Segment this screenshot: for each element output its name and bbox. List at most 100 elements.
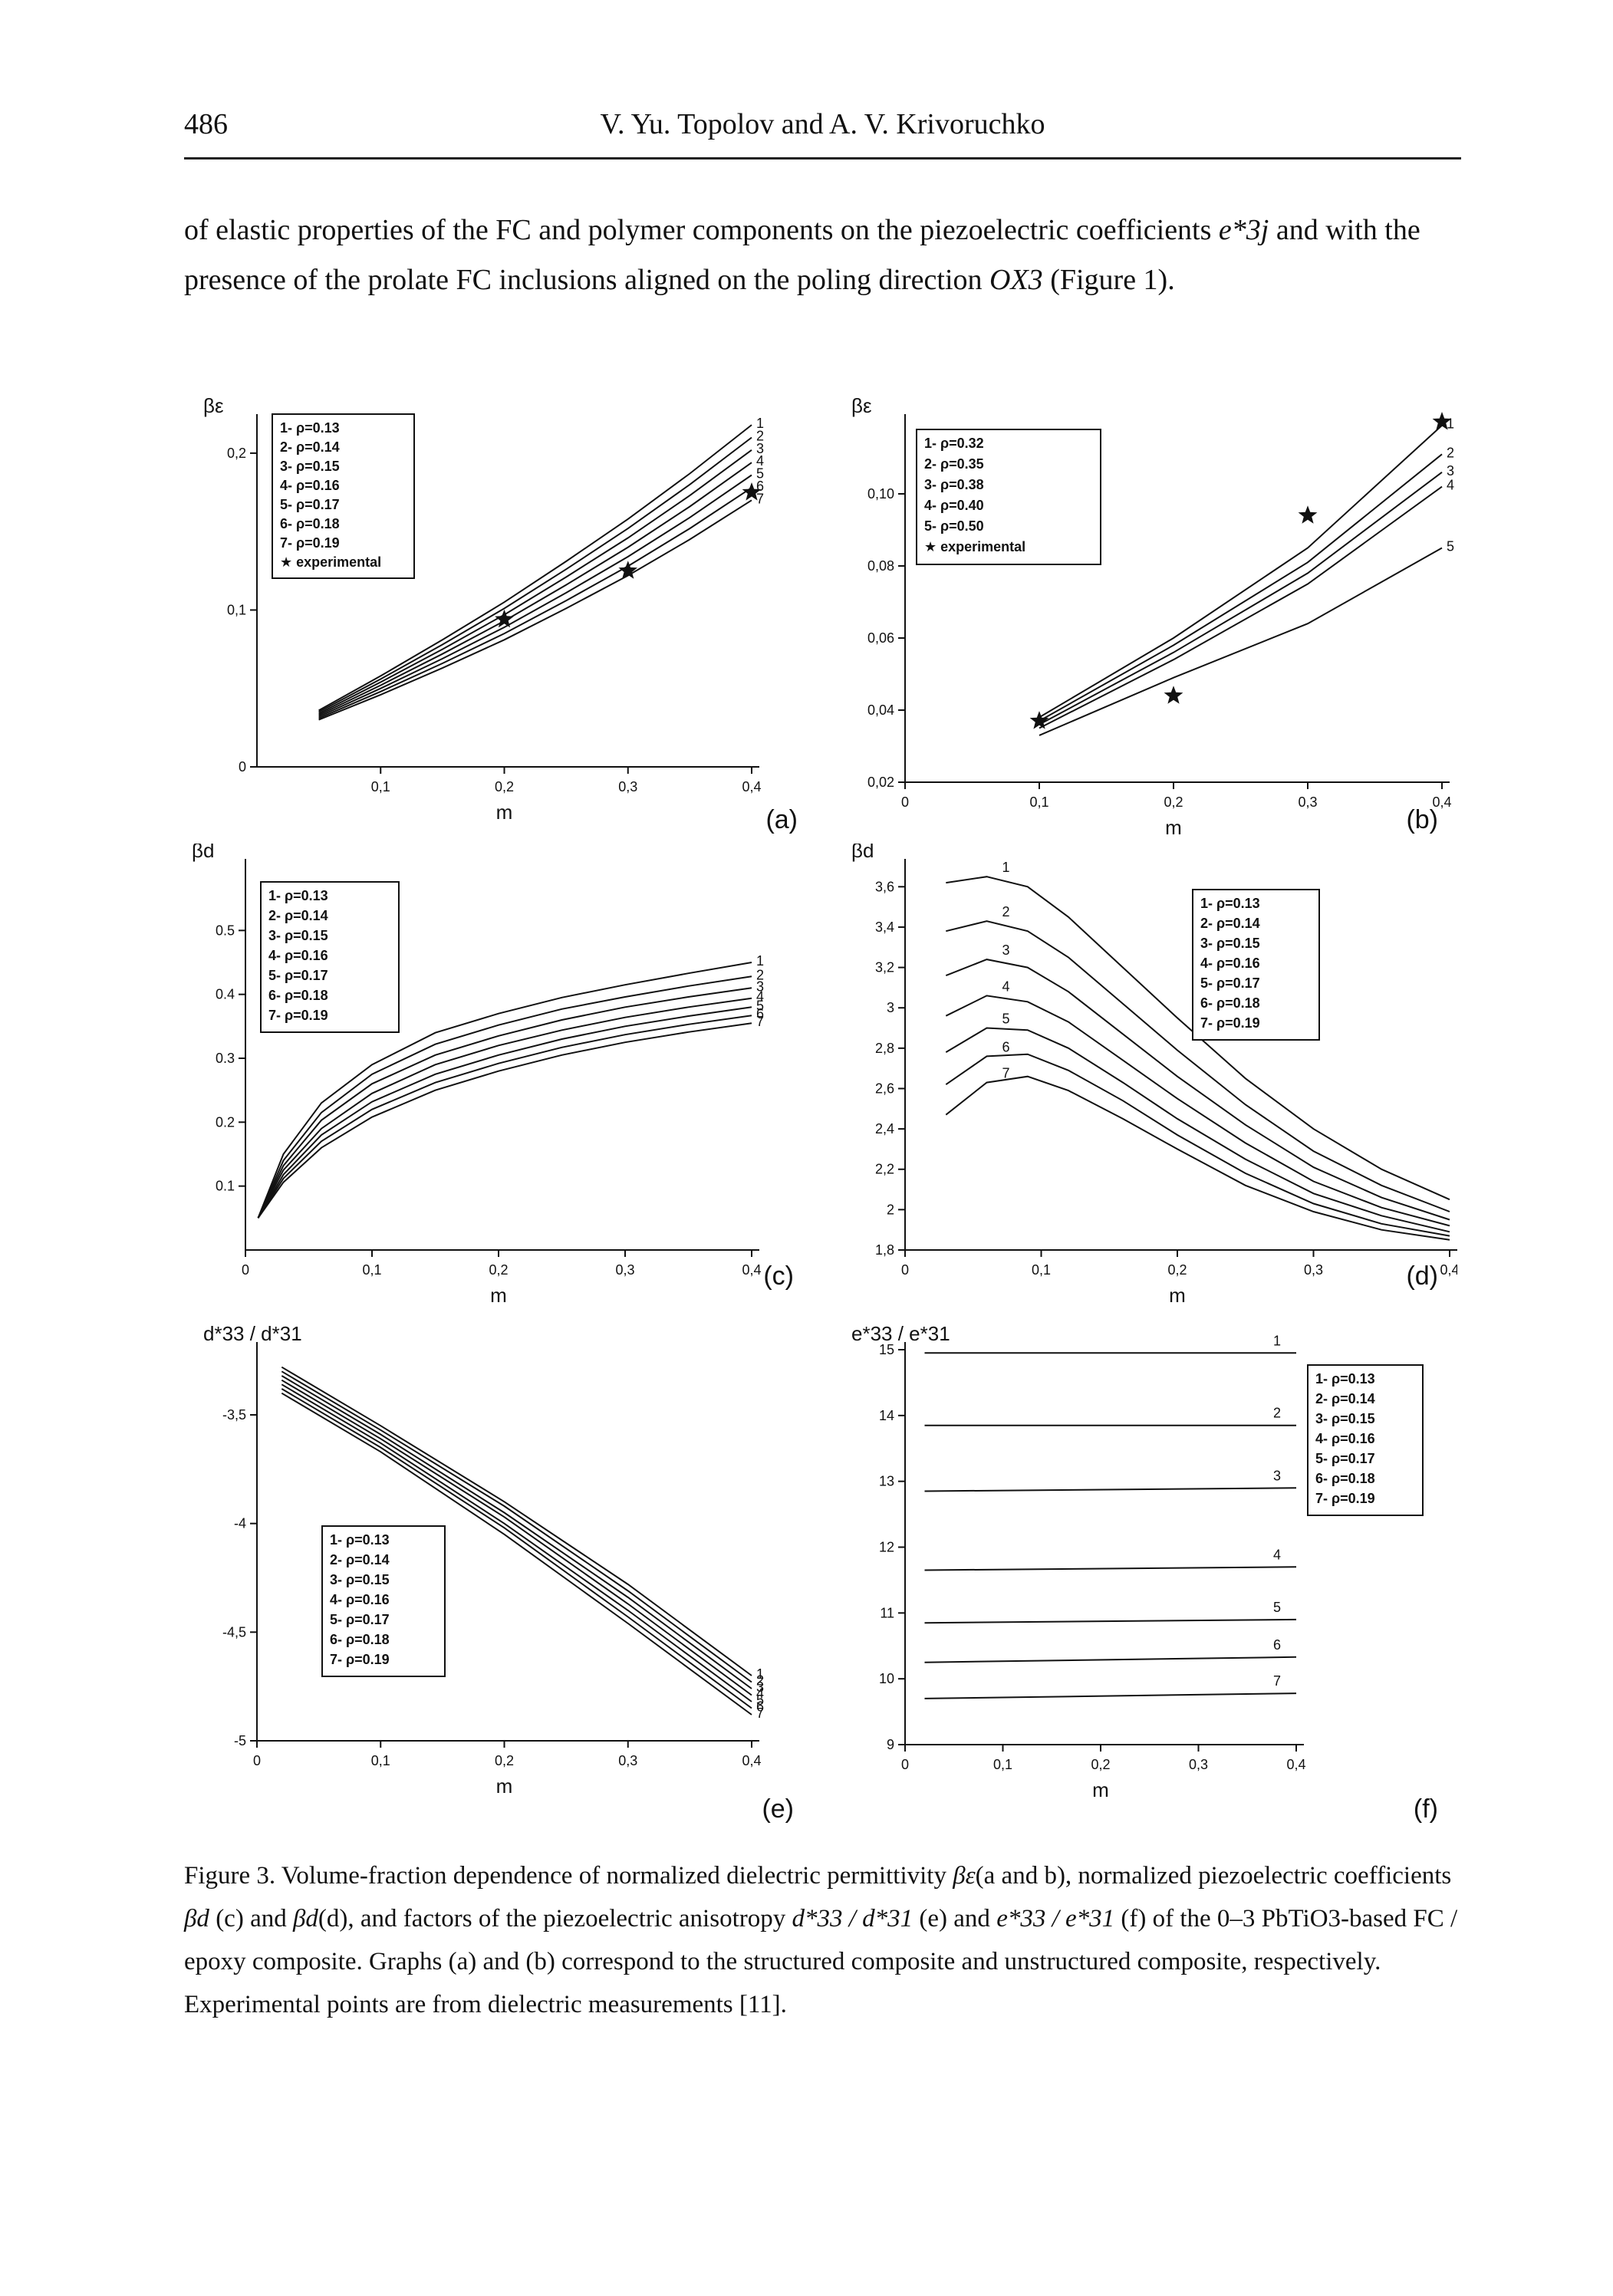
curve-label: 3 — [756, 979, 764, 994]
curve-label: 7 — [756, 1014, 764, 1029]
y-tick-label: -4,5 — [222, 1624, 246, 1640]
legend-entry: 2- ρ=0.14 — [1315, 1391, 1375, 1406]
y-axis-label: βε — [851, 394, 872, 417]
series-line-2 — [281, 1370, 752, 1683]
series-line-5 — [281, 1383, 752, 1702]
series-line-3 — [318, 449, 752, 715]
curve-label: 1 — [756, 953, 764, 969]
legend-entry: 5- ρ=0.17 — [280, 497, 340, 512]
x-tick-label: 0,4 — [1286, 1757, 1305, 1772]
x-tick-label: 0,2 — [1091, 1757, 1110, 1772]
series-line-7 — [924, 1692, 1297, 1699]
legend-entry: ★ experimental — [280, 554, 381, 570]
x-tick-label: 0,1 — [371, 1753, 390, 1768]
curve-label: 4 — [1002, 979, 1010, 994]
x-axis-label: m — [1165, 816, 1182, 839]
curve-label: 3 — [756, 1679, 764, 1695]
curve-label: 6 — [756, 1699, 764, 1715]
x-tick-label: 0,4 — [1440, 1262, 1457, 1278]
series-line-6 — [945, 1053, 1450, 1237]
legend-entry: 7- ρ=0.19 — [280, 535, 340, 551]
caption-text-6: (f) of the 0–3 PbTiO3-based FC / epoxy c… — [184, 1905, 1458, 2018]
series-line-5 — [318, 474, 752, 718]
symbol-ox3: OX3 — [989, 264, 1043, 296]
curve-label: 1 — [1273, 1333, 1281, 1348]
symbol-beta-eps: βε — [953, 1862, 976, 1890]
legend-entry: 3- ρ=0.15 — [268, 928, 328, 943]
x-tick-label: 0,2 — [495, 779, 514, 794]
series-line-4 — [318, 462, 752, 716]
y-axis-label: βd — [851, 844, 874, 862]
curve-label: 4 — [756, 1686, 764, 1702]
series-line-7 — [257, 1022, 752, 1219]
y-tick-label: -5 — [234, 1733, 246, 1748]
legend-entry: 4- ρ=0.16 — [268, 948, 328, 963]
curve-label: 6 — [756, 479, 764, 494]
legend-entry: ★ experimental — [924, 539, 1025, 554]
curve-label: 2 — [1447, 445, 1454, 460]
legend-entry: 2- ρ=0.14 — [1200, 916, 1260, 931]
legend-box — [272, 413, 415, 579]
x-tick-label: 0 — [253, 1753, 261, 1768]
y-tick-label: 2,8 — [875, 1041, 894, 1056]
page-number: 486 — [184, 108, 228, 140]
y-tick-label: 3 — [887, 1000, 894, 1015]
y-tick-label: 15 — [879, 1342, 894, 1357]
series-line-3 — [281, 1375, 752, 1689]
y-tick-label: 2,4 — [875, 1121, 894, 1136]
y-tick-label: 2 — [887, 1202, 894, 1217]
series-line-4 — [924, 1566, 1297, 1571]
intro-text-2: and with the presence of the prolate FC … — [184, 214, 1420, 296]
y-tick-label: 10 — [879, 1671, 894, 1686]
curve-label: 3 — [1002, 942, 1010, 958]
y-tick-label: -4 — [234, 1516, 246, 1531]
legend-entry: 5- ρ=0.17 — [268, 968, 328, 983]
series-line-3 — [1039, 472, 1443, 725]
caption-text-2: (a and b), normalized piezoelectric coef… — [975, 1862, 1452, 1890]
legend-box — [260, 881, 400, 1033]
series-line-7 — [281, 1392, 752, 1715]
y-tick-label: 0,2 — [227, 446, 246, 461]
legend-box — [916, 429, 1101, 565]
curve-label: 2 — [756, 1673, 764, 1689]
curve-label: 3 — [1447, 463, 1454, 479]
series-line-5 — [1039, 547, 1443, 736]
panel-tag: (f) — [1414, 1794, 1438, 1824]
y-tick-label: 0,02 — [867, 775, 894, 790]
legend-box — [1307, 1364, 1424, 1516]
x-tick-label: 0,1 — [371, 779, 390, 794]
x-tick-label: 0,1 — [1029, 794, 1048, 810]
experimental-point — [495, 609, 514, 628]
legend-entry: 5- ρ=0.17 — [1315, 1451, 1375, 1466]
y-tick-label: 11 — [880, 1605, 894, 1620]
curve-label: 7 — [756, 491, 764, 506]
y-tick-label: 0.3 — [216, 1051, 235, 1066]
intro-text-3: (Figure 1). — [1042, 264, 1175, 296]
series-line-6 — [257, 1015, 752, 1219]
series-line-3 — [945, 959, 1450, 1221]
y-axis-label: βε — [203, 394, 224, 417]
curve-label: 5 — [756, 998, 764, 1013]
legend-entry: 4- ρ=0.40 — [924, 498, 984, 513]
legend-entry: 1- ρ=0.13 — [268, 888, 328, 903]
curve-label: 4 — [756, 989, 764, 1005]
legend-entry: 7- ρ=0.19 — [330, 1652, 390, 1667]
y-tick-label: 0.4 — [216, 987, 235, 1002]
x-tick-label: 0,3 — [1298, 794, 1317, 810]
legend-entry: 1- ρ=0.13 — [1200, 896, 1260, 911]
curve-label: 1 — [1002, 860, 1010, 875]
legend-entry: 7- ρ=0.19 — [1315, 1491, 1375, 1506]
legend-entry: 3- ρ=0.15 — [1200, 936, 1260, 951]
curve-label: 4 — [1273, 1547, 1281, 1562]
x-tick-label: 0,4 — [1432, 794, 1451, 810]
caption-text-4: (d), and factors of the piezoelectric an… — [318, 1905, 792, 1933]
x-tick-label: 0,1 — [362, 1262, 381, 1278]
series-line-1 — [318, 424, 752, 712]
x-tick-label: 0,2 — [495, 1753, 514, 1768]
series-line-2 — [257, 975, 752, 1219]
